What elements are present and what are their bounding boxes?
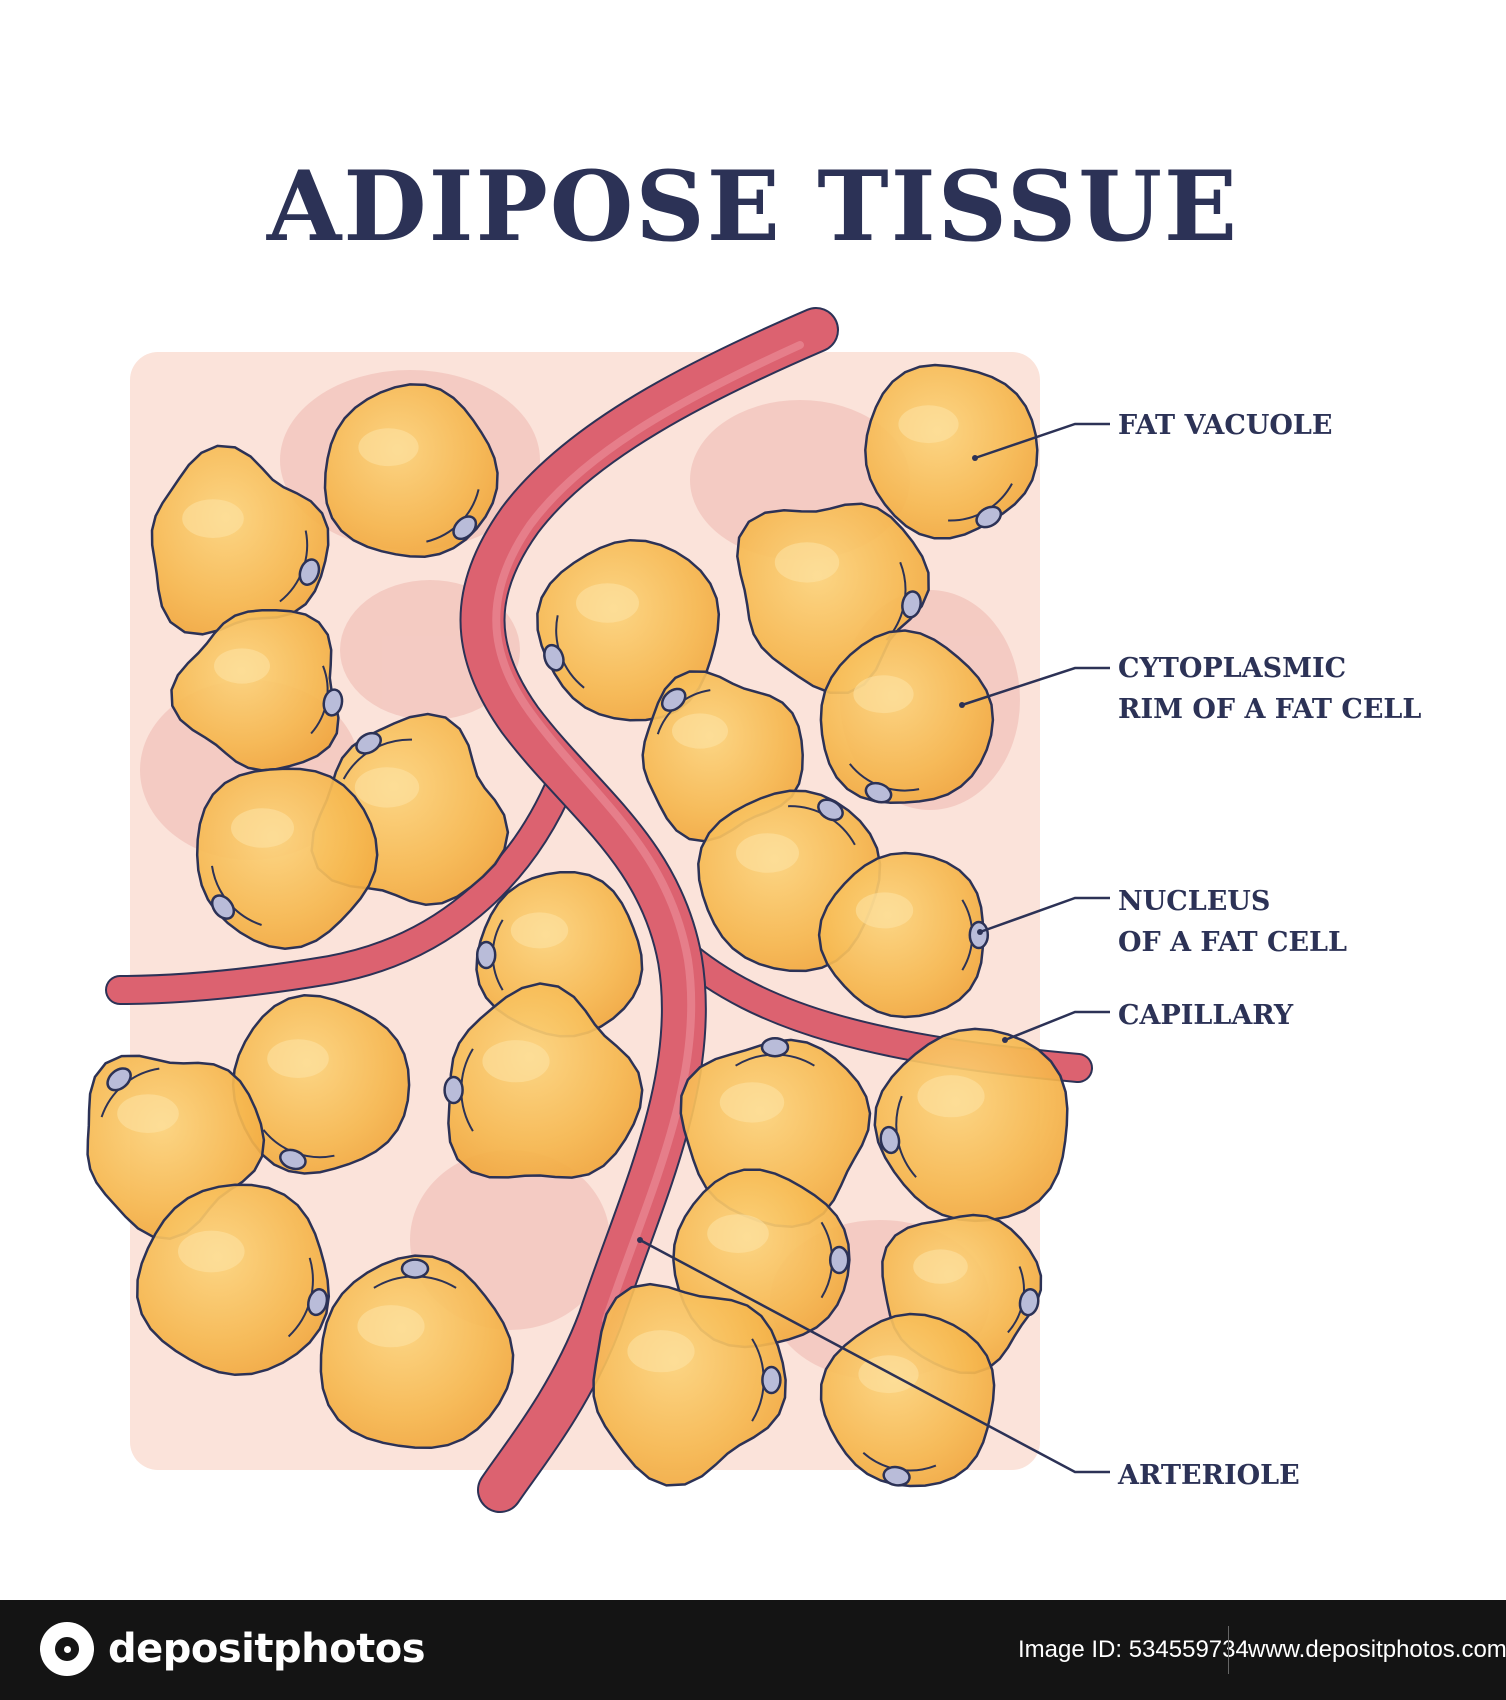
cell-nucleus: [355, 731, 382, 755]
label-capillary: CAPILLARY: [1118, 1000, 1294, 1031]
leader-fat-vacuole: [974, 422, 1110, 460]
label-nucleus-line1: NUCLEUS: [1118, 886, 1270, 917]
capillary-left: [105, 765, 577, 1005]
fat-vacuole: [323, 383, 499, 558]
leader-arteriole: [639, 1238, 1110, 1474]
cell-highlight: [719, 1082, 785, 1123]
cell-highlight: [627, 1330, 695, 1373]
fat-vacuole: [819, 629, 995, 804]
cell-highlight: [853, 675, 914, 714]
cell-nucleus: [660, 687, 687, 712]
leader-cytoplasmic-rim: [961, 666, 1110, 707]
cell-nucleus: [761, 1365, 782, 1395]
cell-highlight: [482, 1040, 550, 1083]
diagram-title: ADIPOSE TISSUE: [266, 150, 1240, 263]
logo-text: depositphotos: [108, 1626, 426, 1672]
cell-highlight: [117, 1094, 179, 1133]
label-fat-vacuole: FAT VACUOLE: [1118, 410, 1332, 441]
fat-cell: [323, 383, 499, 558]
cell-highlight: [672, 713, 728, 749]
footer-url[interactable]: www.depositphotos.com: [1248, 1636, 1506, 1663]
fat-cell: [864, 363, 1039, 540]
footer-logo[interactable]: depositphotos: [40, 1622, 426, 1676]
cell-highlight: [358, 428, 419, 467]
label-cytoplasmic-rim-line1: CYTOPLASMIC: [1118, 653, 1346, 684]
cell-nucleus: [760, 1036, 790, 1058]
cell-highlight: [267, 1039, 329, 1078]
fat-vacuole: [873, 1027, 1069, 1223]
fat-vacuole: [817, 851, 985, 1019]
label-cytoplasmic-rim-line2: RIM OF A FAT CELL: [1118, 694, 1421, 725]
leader-lines: [639, 422, 1110, 1474]
cell-highlight: [707, 1214, 769, 1253]
cell-highlight: [736, 833, 799, 873]
label-nucleus-line2: OF A FAT CELL: [1118, 927, 1347, 958]
cell-highlight: [354, 767, 420, 808]
cell-highlight: [231, 808, 294, 848]
leader-capillary: [1004, 1010, 1110, 1042]
cell-nucleus: [400, 1258, 430, 1279]
label-arteriole: ARTERIOLE: [1117, 1460, 1300, 1491]
arteriole-vessel: [459, 307, 839, 1513]
footer-divider: [1228, 1626, 1229, 1674]
cell-highlight: [855, 892, 914, 929]
cell-nucleus: [879, 1125, 901, 1155]
fat-vacuole: [819, 1312, 996, 1488]
image-id: Image ID: 534559734: [1018, 1636, 1249, 1663]
cell-highlight: [898, 405, 959, 444]
footer-bar: depositphotos Image ID: 534559734 www.de…: [0, 1600, 1506, 1700]
cell-nucleus: [443, 1075, 464, 1105]
cell-nucleus: [817, 798, 844, 822]
cell-nucleus: [975, 505, 1003, 529]
cell-nucleus: [452, 515, 478, 541]
fat-vacuole: [170, 609, 340, 772]
cell-highlight: [576, 583, 639, 623]
fat-cell: [195, 767, 379, 950]
fat-cell: [592, 1282, 787, 1487]
cell-nucleus: [106, 1067, 132, 1092]
cell-nucleus: [901, 590, 922, 619]
cell-nucleus: [1018, 1288, 1040, 1317]
adipose-tissue-diagram: FAT VACUOLE CYTOPLASMIC RIM OF A FAT CEL…: [86, 307, 1421, 1513]
cell-nucleus: [307, 1288, 329, 1317]
cell-nucleus: [864, 781, 893, 804]
cell-highlight: [178, 1230, 245, 1273]
depositphotos-logo-icon: [40, 1622, 94, 1676]
cell-highlight: [214, 648, 270, 684]
cell-nucleus: [882, 1465, 911, 1487]
fat-cell: [319, 1254, 515, 1450]
cell-nucleus: [279, 1148, 307, 1171]
cell-nucleus: [210, 894, 236, 920]
leader-nucleus: [979, 896, 1110, 934]
fat-vacuole: [136, 1183, 331, 1377]
fat-cell: [170, 609, 344, 772]
cell-nucleus: [298, 558, 321, 586]
fat-cell: [536, 538, 721, 722]
cell-nucleus: [968, 920, 990, 950]
cell-nucleus: [828, 1245, 850, 1275]
cell-highlight: [182, 499, 244, 538]
cell-highlight: [913, 1249, 968, 1284]
fat-cell: [443, 982, 644, 1179]
cell-highlight: [917, 1075, 985, 1118]
cell-nucleus: [475, 940, 497, 970]
fat-cells: [86, 363, 1069, 1488]
cell-highlight: [510, 912, 569, 949]
cell-nucleus: [322, 688, 344, 717]
fat-cell: [873, 1027, 1069, 1223]
fat-cell: [819, 629, 995, 804]
cell-highlight: [774, 542, 840, 583]
leader-dots: [637, 455, 1008, 1243]
fat-cell: [136, 1183, 331, 1377]
cell-highlight: [357, 1305, 425, 1348]
fat-cell: [817, 851, 990, 1019]
cell-nucleus: [543, 643, 565, 672]
fat-vacuole: [319, 1254, 515, 1450]
